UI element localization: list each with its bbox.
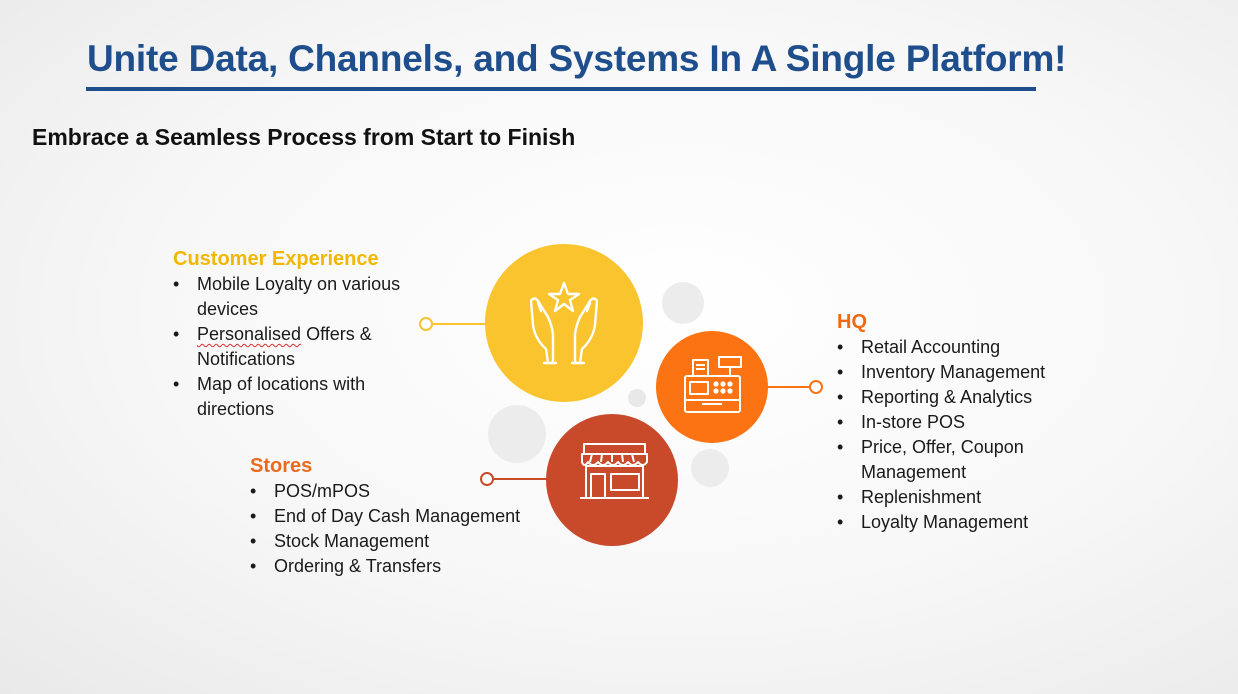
list-item: Map of locations with directions: [173, 372, 400, 422]
slide-subtitle: Embrace a Seamless Process from Start to…: [32, 124, 576, 150]
connector-customer-experience: [419, 317, 492, 331]
list-item-text: Personalised: [197, 324, 302, 344]
list-item: Price, Offer, Coupon Management: [837, 435, 1045, 485]
hands-star-icon: [529, 281, 599, 365]
storefront-icon: [580, 443, 649, 499]
list-item-text: Offers &: [301, 324, 372, 344]
customer-experience-list: Mobile Loyalty on various devices Person…: [173, 272, 400, 422]
hq-heading: HQ: [837, 311, 867, 333]
list-item: Stock Management: [250, 529, 520, 554]
list-item-text: Price, Offer, Coupon: [861, 437, 1024, 457]
list-item: Personalised Offers & Notifications: [173, 322, 400, 372]
deco-circle: [691, 449, 729, 487]
deco-circle: [628, 389, 646, 407]
stores-list: POS/mPOS End of Day Cash Management Stoc…: [250, 479, 520, 579]
title-underline: [86, 87, 1036, 91]
list-item: Inventory Management: [837, 360, 1045, 385]
list-item: Reporting & Analytics: [837, 385, 1045, 410]
list-item-text: Notifications: [197, 349, 296, 369]
list-item: Retail Accounting: [837, 335, 1045, 360]
list-item: Ordering & Transfers: [250, 554, 520, 579]
list-item: In-store POS: [837, 410, 1045, 435]
list-item-text: directions: [197, 399, 275, 419]
customer-experience-heading: Customer Experience: [173, 248, 379, 270]
list-item: Mobile Loyalty on various devices: [173, 272, 400, 322]
list-item: Loyalty Management: [837, 510, 1045, 535]
stores-heading: Stores: [250, 455, 313, 477]
list-item: POS/mPOS: [250, 479, 520, 504]
list-item-text: Mobile Loyalty on various: [197, 274, 401, 294]
hq-circle: [656, 331, 768, 443]
hq-list: Retail Accounting Inventory Management R…: [837, 335, 1045, 535]
cash-register-icon: [684, 356, 742, 413]
customer-experience-circle: [485, 244, 643, 402]
slide-title: Unite Data, Channels, and Systems In A S…: [87, 38, 1067, 79]
list-item: Replenishment: [837, 485, 1045, 510]
list-item-text: Management: [861, 462, 967, 482]
list-item: End of Day Cash Management: [250, 504, 520, 529]
list-item-text: Map of locations with: [197, 374, 366, 394]
customer-experience-block: Customer Experience Mobile Loyalty on va…: [173, 246, 400, 422]
connector-hq: [768, 380, 823, 394]
list-item-text: devices: [197, 299, 259, 319]
hq-block: HQ Retail Accounting Inventory Managemen…: [837, 309, 1045, 535]
deco-circle: [488, 405, 546, 463]
deco-circle: [662, 282, 704, 324]
stores-block: Stores POS/mPOS End of Day Cash Manageme…: [250, 453, 520, 579]
